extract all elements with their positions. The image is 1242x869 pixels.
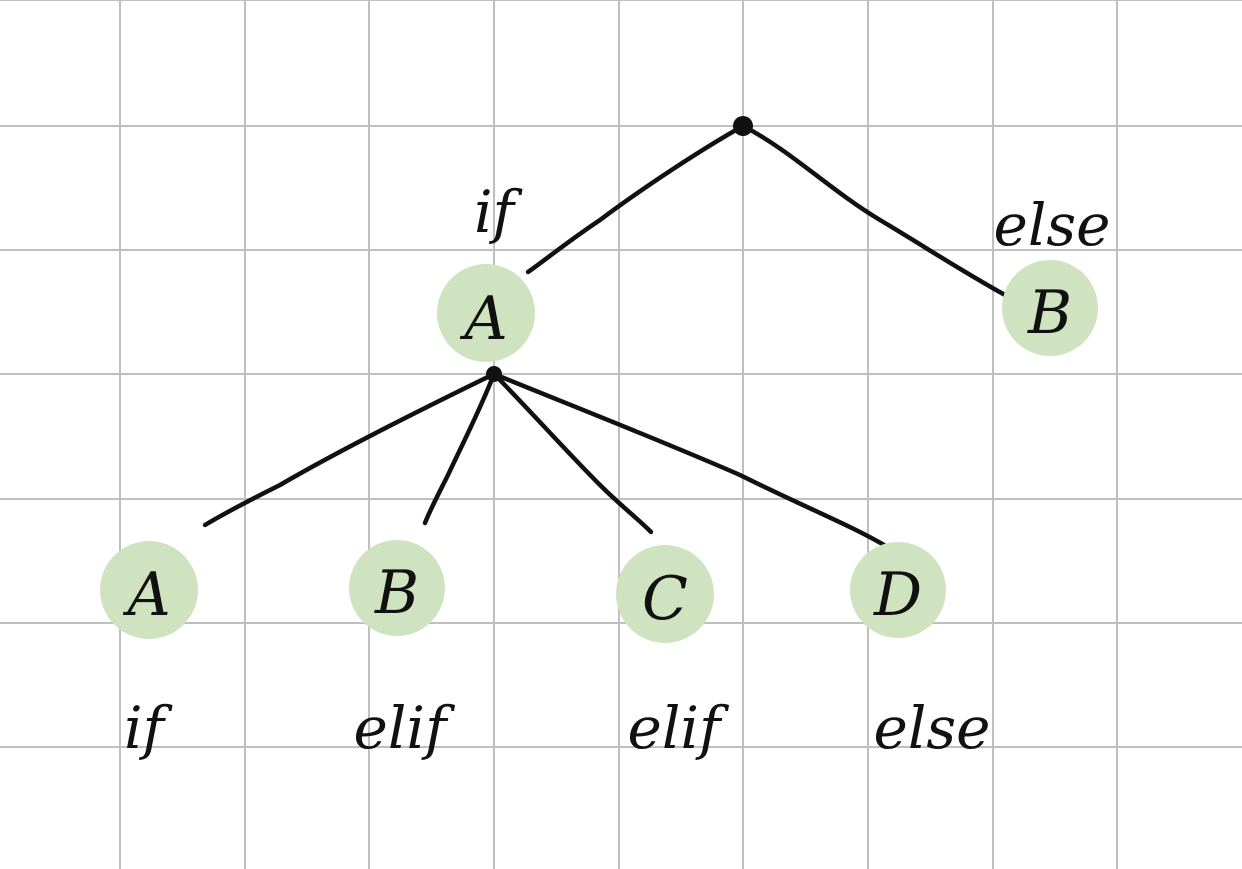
tree-edges: [202, 123, 1008, 548]
branch-label-child-1: if: [124, 694, 174, 762]
node-label: C: [642, 564, 688, 634]
node-label: D: [873, 560, 922, 630]
node-level1-b: B: [1002, 260, 1098, 356]
node-circle: [850, 542, 946, 638]
branch-label-root-right: else: [994, 191, 1111, 259]
a-junction-dot: [486, 366, 502, 382]
node-circle: [349, 540, 445, 636]
tree-nodes: A B A B C D: [100, 260, 1098, 643]
edge-a-to-a: [202, 371, 497, 528]
node-circle: [1002, 260, 1098, 356]
node-label: B: [1027, 278, 1072, 348]
branch-label-child-4: else: [874, 694, 991, 762]
node-circle: [100, 541, 198, 639]
node-level2-c: C: [616, 545, 714, 643]
branch-label-child-2: elif: [354, 694, 456, 762]
edge-a-to-d: [491, 371, 887, 548]
node-circle: [616, 545, 714, 643]
branch-labels: if else if elif elif else: [124, 178, 1111, 762]
junction-dots: [486, 116, 753, 382]
edge-root-to-a: [525, 123, 746, 275]
node-level2-d: D: [850, 542, 946, 638]
node-level1-a: A: [437, 264, 535, 362]
node-label: B: [374, 558, 419, 628]
edge-root-to-b: [740, 123, 1008, 298]
edge-a-to-c: [491, 371, 654, 535]
node-level2-b: B: [349, 540, 445, 636]
root-junction-dot: [733, 116, 753, 136]
edge-a-to-b: [422, 371, 497, 526]
branch-label-root-left: if: [474, 178, 524, 246]
node-label: A: [122, 560, 170, 630]
node-label: A: [459, 284, 507, 354]
node-level2-a: A: [100, 541, 198, 639]
branch-label-child-3: elif: [628, 694, 730, 762]
node-circle: [437, 264, 535, 362]
